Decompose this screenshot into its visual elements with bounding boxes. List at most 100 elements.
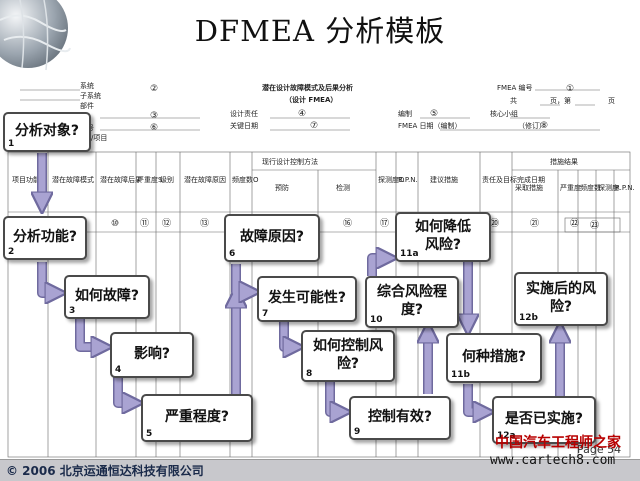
arrow-7-8 bbox=[280, 316, 296, 347]
step-number-7: 7 bbox=[262, 309, 269, 319]
step-label-12a: 是否已实施? bbox=[504, 411, 584, 427]
form-heading-1: 潜在设计故障模式及后果分析 bbox=[262, 83, 353, 92]
arrow-8-9 bbox=[326, 382, 343, 412]
arrow-10-11a bbox=[368, 258, 389, 276]
step-label-7: 发生可能性? bbox=[267, 290, 347, 306]
step-number-4: 4 bbox=[115, 365, 122, 375]
step-label-1: 分析对象? bbox=[14, 123, 80, 139]
step-label-10: 综合风险程度? bbox=[377, 284, 447, 318]
step-box-7: 发生可能性? 7 bbox=[257, 276, 357, 322]
step-box-12b: 实施后的风险? 12b bbox=[514, 272, 608, 326]
form-circle-6: ⑥ bbox=[150, 123, 158, 133]
arrow-6-7 bbox=[232, 264, 252, 292]
step-number-6: 6 bbox=[229, 249, 236, 259]
step-number-12a: 12a bbox=[497, 431, 516, 441]
form-key-date: 关键日期 bbox=[230, 121, 258, 130]
step-label-2: 分析功能? bbox=[12, 229, 78, 245]
col-severity: 严重度S bbox=[137, 175, 163, 184]
form-line-subsystem: 子系统 bbox=[80, 91, 101, 100]
step-box-3: 如何故障? 3 bbox=[64, 275, 150, 319]
arrow-3-4 bbox=[76, 316, 104, 347]
step-number-10: 10 bbox=[370, 315, 383, 325]
page-title: DFMEA 分析模板 bbox=[194, 14, 446, 48]
form-circle-8: ⑧ bbox=[540, 121, 548, 131]
col-rpn: R.P.N. bbox=[398, 176, 418, 184]
step-box-4: 影响? 4 bbox=[110, 332, 194, 378]
col-current-controls: 现行设计控制方法 bbox=[262, 157, 318, 166]
step-label-12b: 实施后的风险? bbox=[526, 281, 596, 315]
col-item: 项目功能 bbox=[12, 175, 40, 184]
col-action-taken: 采取措施 bbox=[515, 183, 543, 192]
step-box-10: 综合风险程度? 10 bbox=[365, 276, 459, 328]
form-core-team: 核心小组 bbox=[490, 109, 518, 118]
col-circle-10: ⑩ bbox=[111, 219, 119, 229]
form-circle-2: ② bbox=[150, 84, 158, 94]
form-pages: 共 bbox=[510, 96, 517, 105]
form-prepared: 编制 bbox=[398, 109, 412, 118]
col-circle-13: ⑬ bbox=[200, 218, 209, 229]
step-box-11a: 如何降低风险? 11a bbox=[395, 212, 491, 262]
arrow-2-3 bbox=[38, 262, 58, 293]
form-line-part: 部件 bbox=[80, 101, 94, 110]
step-box-8: 如何控制风险? 8 bbox=[301, 330, 395, 382]
step-box-9: 控制有效? 9 bbox=[349, 396, 451, 440]
col-circle-23: ㉓ bbox=[590, 220, 599, 231]
step-number-12b: 12b bbox=[519, 313, 538, 323]
step-number-8: 8 bbox=[306, 369, 313, 379]
step-label-8: 如何控制风险? bbox=[313, 338, 383, 372]
form-circle-1: ① bbox=[566, 84, 574, 94]
step-number-11a: 11a bbox=[400, 249, 419, 259]
step-box-11b: 何种措施? 11b bbox=[446, 333, 542, 383]
col-action: 建议措施 bbox=[430, 175, 458, 184]
form-circle-5: ⑤ bbox=[430, 109, 438, 119]
form-circle-3: ③ bbox=[150, 111, 158, 121]
col-circle-11: ⑪ bbox=[140, 218, 149, 229]
form-fmea-no: FMEA 编号 bbox=[497, 83, 533, 92]
col-effect: 潜在故障后果 bbox=[100, 175, 142, 184]
step-box-5: 严重程度? 5 bbox=[141, 394, 253, 442]
step-box-12a: 是否已实施? 12a bbox=[492, 396, 596, 444]
col-results: 措施结果 bbox=[550, 157, 578, 166]
step-box-6: 故障原因? 6 bbox=[224, 214, 320, 262]
step-label-4: 影响? bbox=[133, 346, 171, 362]
form-page-of: 页，第 bbox=[550, 96, 571, 105]
col-detection: 检测 bbox=[336, 183, 350, 192]
page-number: Page 54 bbox=[577, 443, 622, 456]
form-line-system: 系统 bbox=[80, 81, 94, 90]
form-circle-4: ④ bbox=[298, 109, 306, 119]
form-heading-2: （设计 FMEA） bbox=[285, 95, 337, 104]
step-label-11b: 何种措施? bbox=[461, 349, 527, 365]
col-res-rpn: R.P.N. bbox=[615, 184, 635, 192]
col-circle-17: ⑰ bbox=[380, 218, 389, 229]
col-circle-12: ⑫ bbox=[162, 218, 171, 229]
step-label-3: 如何故障? bbox=[74, 288, 140, 304]
col-responsibility: 责任及目标完成日期 bbox=[482, 175, 545, 184]
form-revised: （修订） bbox=[518, 121, 546, 130]
copyright-text: © 2006 北京运通恒达科技有限公司 bbox=[6, 464, 204, 478]
col-occurrence: 频度数O bbox=[232, 175, 259, 184]
globe-logo-icon bbox=[0, 0, 71, 71]
step-number-9: 9 bbox=[354, 427, 361, 437]
col-circle-16: ⑯ bbox=[343, 218, 352, 229]
step-label-9: 控制有效? bbox=[367, 409, 433, 425]
form-page-unit: 页 bbox=[608, 97, 615, 105]
form-circle-7: ⑦ bbox=[310, 121, 318, 131]
col-res-d: 探测度 bbox=[598, 183, 619, 192]
col-circle-21: ㉑ bbox=[530, 218, 539, 229]
watermark-url: www.cartech8.com bbox=[490, 453, 616, 468]
step-box-1: 分析对象? 1 bbox=[3, 112, 91, 152]
col-prevention: 预防 bbox=[275, 183, 289, 192]
form-fmea-date: FMEA 日期（编制） bbox=[398, 121, 462, 130]
col-failure-mode: 潜在故障模式 bbox=[52, 175, 94, 184]
col-res-s: 严重度 bbox=[560, 183, 581, 192]
form-design-resp: 设计责任 bbox=[230, 109, 258, 118]
step-number-5: 5 bbox=[146, 429, 153, 439]
step-label-5: 严重程度? bbox=[164, 409, 230, 425]
col-cause: 潜在故障原因 bbox=[184, 175, 226, 184]
step-number-3: 3 bbox=[69, 306, 76, 316]
col-detect-d: 探测度D bbox=[378, 175, 404, 184]
col-circle-20: ⑳ bbox=[490, 218, 499, 229]
step-label-6: 故障原因? bbox=[239, 229, 305, 245]
step-box-2: 分析功能? 2 bbox=[3, 216, 87, 260]
